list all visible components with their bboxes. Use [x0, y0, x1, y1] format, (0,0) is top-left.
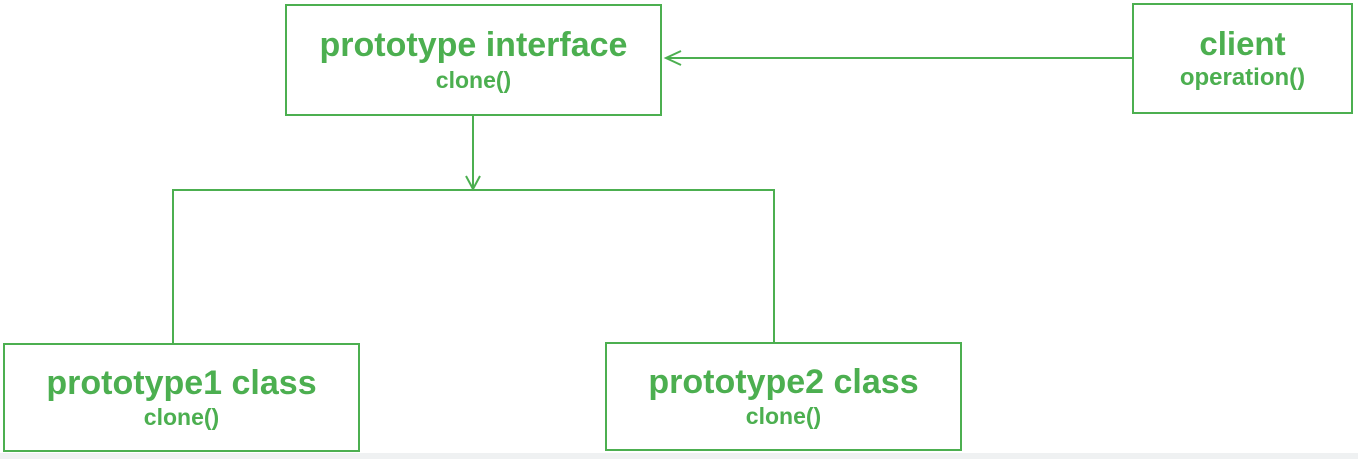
node-method: clone()	[435, 66, 512, 93]
node-prototype-interface: prototype interface clone()	[285, 4, 662, 116]
node-prototype2-class: prototype2 class clone()	[605, 342, 962, 451]
arrowhead-left-icon	[663, 50, 682, 66]
arrowhead-down-icon	[465, 175, 481, 192]
node-method: clone()	[143, 404, 220, 431]
node-title: client	[1199, 24, 1286, 62]
bottom-edge-strip	[0, 453, 1358, 459]
node-method: clone()	[745, 403, 822, 430]
node-prototype1-class: prototype1 class clone()	[3, 343, 360, 452]
node-title: prototype interface	[319, 26, 628, 65]
node-client: client operation()	[1132, 3, 1353, 114]
node-method: operation()	[1179, 63, 1306, 91]
edge-branch-rail	[172, 189, 775, 343]
node-title: prototype2 class	[648, 362, 919, 401]
node-title: prototype1 class	[46, 363, 317, 402]
